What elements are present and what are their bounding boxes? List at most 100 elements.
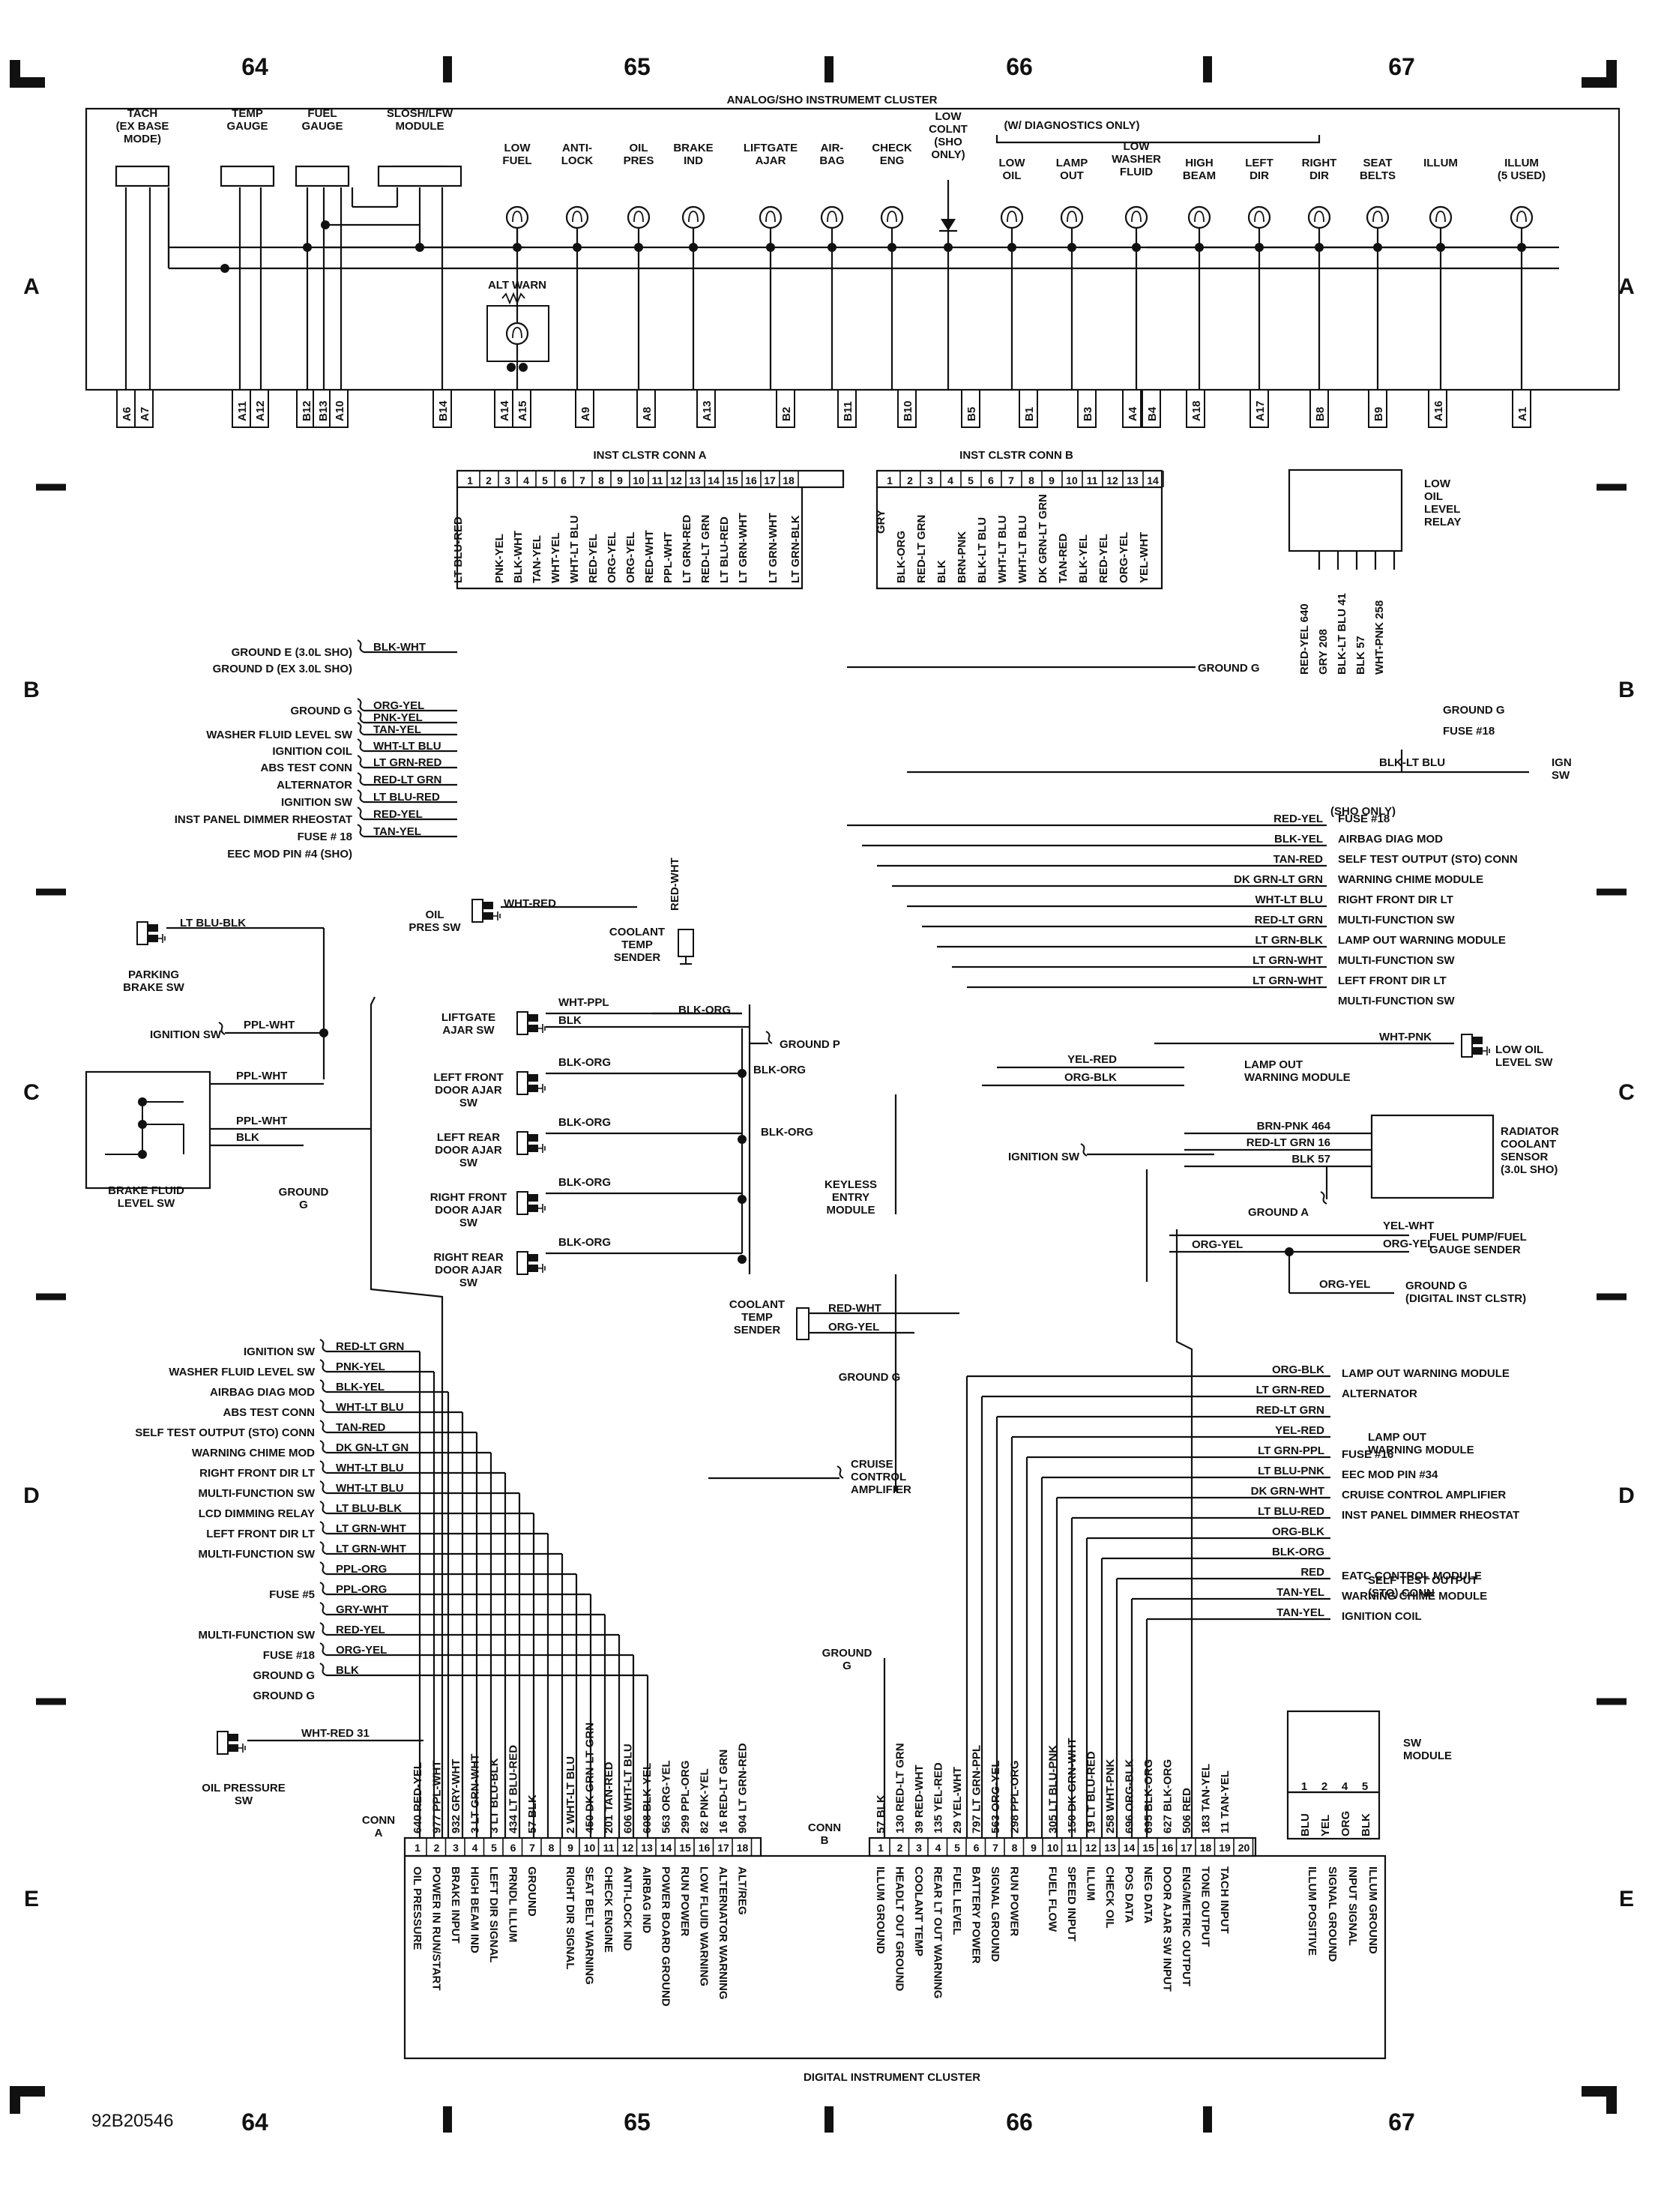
coolant-sender-label: TEMP <box>741 1311 773 1324</box>
left-d-destination: FUSE #5 <box>269 1588 315 1601</box>
cluster-pin-box <box>1122 389 1142 428</box>
fuse-label: FUSE #18 <box>1443 725 1495 738</box>
ground-icon <box>680 956 692 965</box>
lamp-label: OUT <box>1060 169 1084 182</box>
digital-conn-a-function: AIRBAG IND <box>640 1866 653 1933</box>
low-oil-sw-label: LEVEL SW <box>1495 1056 1553 1069</box>
row-letter: E <box>24 1887 39 1911</box>
splice-dot <box>138 1150 147 1159</box>
digital-conn-a-function: BRAKE INPUT <box>449 1866 462 1944</box>
fuel-pump-label: GAUGE SENDER <box>1429 1244 1521 1256</box>
door-switch-label: LEFT REAR <box>437 1131 500 1144</box>
switch-terminal-icon <box>228 1734 238 1741</box>
left-b-destination: IGNITION COIL <box>272 745 352 758</box>
row-letter: C <box>23 1080 40 1105</box>
right-c-wire-label: LT GRN-WHT <box>1252 954 1323 967</box>
conn-b-wire-label: WHT-LT BLU <box>1016 515 1029 583</box>
cluster-pin-box <box>961 389 980 428</box>
splice-dot <box>319 1028 328 1037</box>
splice-dot <box>519 363 528 372</box>
parking-brake-label: BRAKE SW <box>123 981 185 994</box>
lamp-label: AJAR <box>756 154 786 167</box>
digital-conn-a-pin: 15 <box>679 1842 691 1854</box>
gauge-label: TACH <box>127 107 158 120</box>
digital-conn-b-pin: 17 <box>1181 1842 1193 1854</box>
conn-b-pin: 8 <box>1028 474 1034 486</box>
coolant-wire-label: ORG-YEL <box>828 1321 879 1333</box>
left-b-destination: EEC MOD PIN #4 (SHO) <box>227 848 352 861</box>
wire-end-icon <box>357 639 364 653</box>
splice-dot <box>138 1120 147 1129</box>
lamp-bulb-icon <box>1187 205 1211 229</box>
right-c-wire-label: BLK-YEL <box>1274 833 1323 846</box>
switch-icon <box>1461 1034 1473 1058</box>
cluster-pin-box <box>512 389 531 428</box>
left-d-destination: LCD DIMMING RELAY <box>199 1507 315 1520</box>
relay-label: LOW <box>1424 477 1451 490</box>
cluster-pin-box <box>232 389 251 428</box>
digital-conn-b-wire: 797 LT GRN-PPL <box>971 1745 983 1833</box>
brake-fluid-label: LEVEL SW <box>118 1197 175 1210</box>
coolant-sender-label: SENDER <box>734 1324 781 1336</box>
cluster-pin-box <box>1019 389 1038 428</box>
digital-conn-b-function: ILLUM GROUND <box>874 1866 887 1954</box>
sw-module-pin: 2 <box>1321 1780 1327 1793</box>
cluster-pin-label: A12 <box>254 400 267 421</box>
right-c-wire-label: RED-LT GRN <box>1255 914 1323 926</box>
conn-a-wire-label: PNK-YEL <box>493 534 506 583</box>
digital-conn-a-wire: 608 BLK-YEL <box>641 1763 654 1833</box>
conn-a-pin: 4 <box>523 474 529 486</box>
conn-b-wire-label: BLK-ORG <box>895 531 908 583</box>
door-switch-wire: BLK-ORG <box>558 1236 611 1249</box>
lamp-filament-icon <box>1067 211 1077 223</box>
ground-g-digital-label: GROUND G <box>1405 1280 1468 1292</box>
sw-module-wire: ORG <box>1339 1811 1352 1836</box>
door-switch-label: RIGHT FRONT <box>430 1191 507 1204</box>
right-c-destination: MULTI-FUNCTION SW <box>1338 995 1455 1007</box>
lamp-label: BEAM <box>1183 169 1216 182</box>
ground-g-label: G <box>842 1660 851 1672</box>
conn-a-wire-label: RED-LT GRN <box>699 515 712 583</box>
wire-end-icon <box>357 738 364 752</box>
left-b-destination: ABS TEST CONN <box>260 762 352 774</box>
lamp-label: ILLUM <box>1423 157 1458 169</box>
wire-end-icon <box>319 1420 327 1433</box>
coolant-sender-label: SENDER <box>614 951 661 964</box>
digital-conn-a-wire: 640 RED-YEL <box>412 1762 424 1833</box>
digital-conn-b-function: SIGNAL GROUND <box>989 1866 1001 1962</box>
conn-b-pin: 10 <box>1066 474 1078 486</box>
right-d-destination: EEC MOD PIN #34 <box>1342 1468 1438 1481</box>
lamp-label: CHECK <box>872 142 912 154</box>
left-d-destination: MULTI-FUNCTION SW <box>198 1548 315 1561</box>
left-d-destination: MULTI-FUNCTION SW <box>198 1629 315 1642</box>
conn-a-wire-label: LT GRN-BLK <box>789 515 802 583</box>
right-d-wire-label: ORG-BLK <box>1272 1525 1324 1538</box>
ign-sw-label: IGNITION SW <box>1008 1151 1080 1163</box>
conn-a-pin: 16 <box>745 474 757 486</box>
left-d-wire-label: RED-YEL <box>336 1624 385 1636</box>
sto-conn-label: SELF TEST OUTPUT <box>1368 1574 1478 1587</box>
digital-conn-b-function: POS DATA <box>1123 1866 1136 1923</box>
conn-b-pin: 7 <box>1008 474 1014 486</box>
right-c-destination: FUSE #18 <box>1338 813 1390 825</box>
conn-a-wire-label: RED-YEL <box>587 534 600 583</box>
conn-b-pin: 3 <box>927 474 933 486</box>
left-d-wire-label: DK GN-LT GN <box>336 1441 409 1454</box>
conn-a-wire-label: LT BLU-RED <box>452 516 465 583</box>
digital-conn-a-wire: 16 RED-LT GRN <box>717 1750 730 1833</box>
right-d-destination: EATC CONTROL MODULE <box>1342 1570 1482 1582</box>
ground-icon <box>538 1204 546 1213</box>
relay-wire-label: BLK-LT BLU 41 <box>1336 593 1348 675</box>
conn-a-pin: 7 <box>579 474 585 486</box>
digital-conn-b-pin: 3 <box>916 1842 922 1854</box>
conn-b-wire-label: TAN-RED <box>1057 533 1070 583</box>
cluster-pin-box <box>696 389 716 428</box>
slosh-module-icon <box>377 165 462 187</box>
oil-pres-sw-label: OIL <box>426 908 444 921</box>
cluster-pin-label: A17 <box>1254 400 1267 421</box>
org-blk-label: ORG-BLK <box>1064 1071 1117 1084</box>
brake-fluid-label: BRAKE FLUID <box>108 1184 184 1197</box>
brake-wire-label: BLK <box>236 1131 259 1144</box>
cluster-pin-label: A13 <box>701 400 714 421</box>
right-d-wire-label: RED-LT GRN <box>1256 1404 1324 1417</box>
